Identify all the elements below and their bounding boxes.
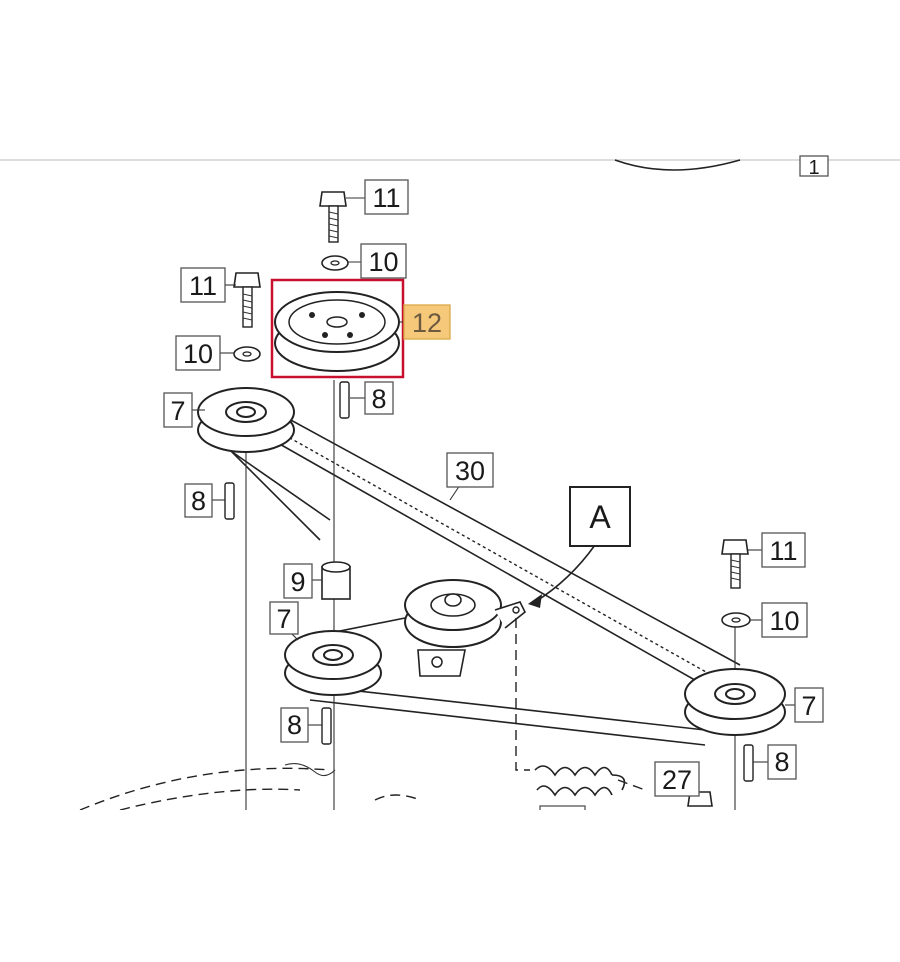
callout-10-left: 10	[175, 335, 221, 371]
deck-outline-inner	[119, 788, 301, 811]
washer-10-top	[321, 255, 349, 271]
pulley-7-center	[284, 630, 382, 696]
bolt-11-right	[721, 539, 749, 589]
callout-A: A	[569, 486, 631, 547]
pulley-7-left	[197, 387, 295, 453]
deck-fragment	[284, 763, 336, 777]
svg-text:12: 12	[412, 308, 442, 338]
pulley-7-right	[684, 668, 786, 736]
spring-link-dashed	[515, 618, 530, 771]
callout-1: 1	[799, 155, 829, 179]
svg-text:10: 10	[183, 339, 213, 369]
bolt-11-top	[319, 191, 347, 243]
svg-text:10: 10	[368, 247, 398, 277]
callout-7-top-left: 7	[163, 392, 193, 428]
svg-text:8: 8	[287, 710, 302, 740]
callout-10-right: 10	[761, 602, 808, 638]
bolt-11-left	[233, 272, 261, 328]
svg-text:8: 8	[371, 384, 386, 414]
svg-text:7: 7	[801, 691, 816, 721]
svg-text:11: 11	[372, 183, 400, 213]
washer-10-left	[233, 346, 261, 362]
svg-text:27: 27	[662, 765, 692, 795]
arrow-A	[534, 544, 596, 603]
svg-text:11: 11	[189, 271, 217, 301]
spacer-9	[321, 561, 351, 600]
callout-7-center: 7	[269, 601, 299, 635]
callout-9: 9	[283, 563, 313, 599]
deck-outline-left	[79, 767, 331, 811]
svg-text:7: 7	[170, 396, 185, 426]
idler-pulley	[404, 579, 527, 677]
spring-end-dashed	[617, 779, 646, 791]
callout-10-top: 10	[360, 243, 407, 279]
blank-bottom	[0, 810, 900, 962]
callout-27: 27	[654, 761, 700, 797]
spring	[534, 765, 626, 797]
key-8-c	[321, 707, 332, 745]
deck-fragment-2	[374, 794, 421, 801]
highlight-frame-12	[270, 278, 405, 379]
svg-text:A: A	[589, 499, 611, 535]
pulley-12	[274, 291, 400, 372]
svg-text:8: 8	[191, 486, 206, 516]
washer-10-right	[721, 612, 751, 628]
callout-12: 12	[403, 304, 451, 340]
key-8-a	[339, 381, 350, 419]
arrow-A-head	[528, 594, 542, 608]
callout-8-d: 8	[767, 744, 797, 780]
callout-7-right: 7	[794, 687, 824, 723]
callout-8-c: 8	[280, 707, 309, 743]
svg-text:10: 10	[769, 606, 799, 636]
key-8-b	[224, 482, 235, 520]
svg-text:30: 30	[455, 456, 485, 486]
svg-text:1: 1	[808, 157, 819, 179]
callout-11-left: 11	[180, 267, 226, 303]
callout-8-b: 8	[184, 483, 213, 518]
callout-8-a: 8	[364, 381, 394, 415]
svg-text:11: 11	[769, 536, 797, 566]
callout-11-right: 11	[761, 532, 806, 568]
key-8-d	[743, 744, 754, 782]
callout-30: 30	[446, 452, 494, 488]
callout-11-top: 11	[364, 179, 409, 215]
svg-text:9: 9	[290, 567, 305, 597]
svg-text:8: 8	[774, 747, 789, 777]
deck-edge-fragment	[614, 159, 741, 171]
svg-text:7: 7	[276, 604, 291, 634]
